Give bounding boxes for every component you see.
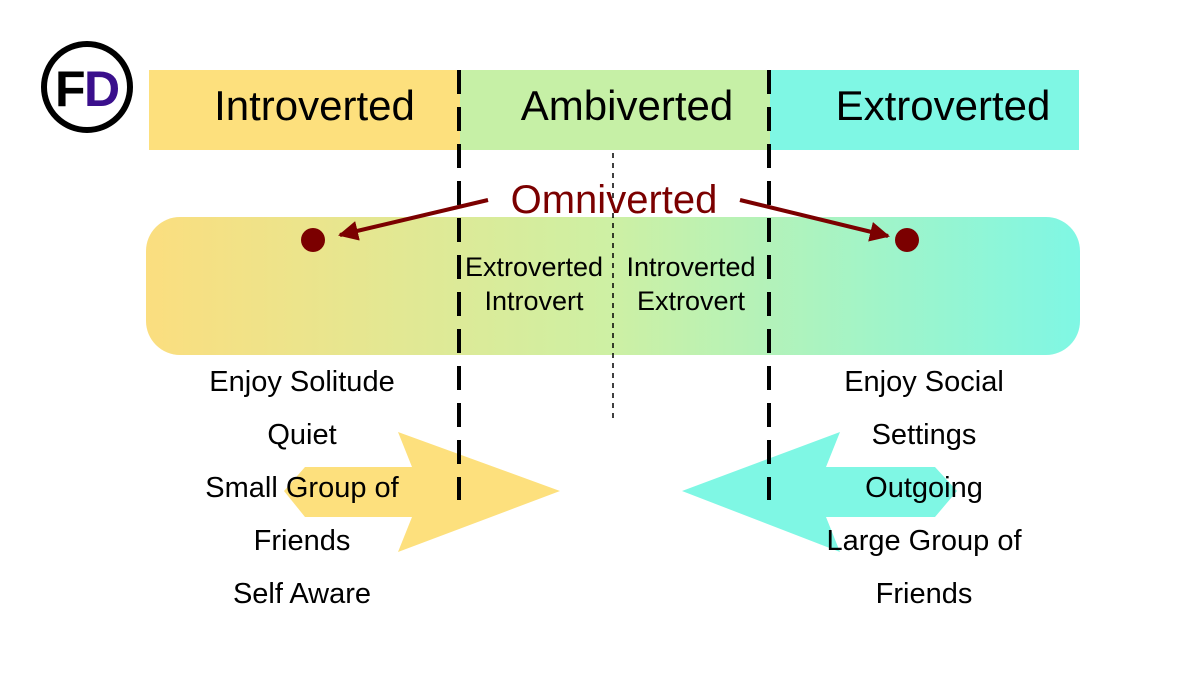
- introvert-trait: Friends: [253, 525, 351, 557]
- label-omniverted: Omniverted: [510, 178, 718, 222]
- extrovert-trait: Settings: [871, 419, 977, 451]
- logo-letter-d: D: [84, 61, 120, 117]
- extrovert-trait: Enjoy Social: [844, 366, 1004, 398]
- extrovert-trait: Outgoing: [865, 472, 983, 504]
- label-introverted: Introverted: [214, 82, 415, 129]
- introvert-arrow-shape: [284, 432, 560, 552]
- extrovert-trait: Friends: [875, 578, 973, 610]
- spectrum-ambiverted-block: [460, 70, 770, 150]
- extrovert-arrow-shape: [682, 432, 957, 552]
- spectrum-introverted-block: [149, 70, 460, 150]
- label-ambiverted: Ambiverted: [520, 82, 734, 129]
- spectrum-extroverted-block: [770, 70, 1079, 150]
- logo-letter-f: F: [55, 61, 86, 117]
- extrovert-dot: [895, 228, 919, 252]
- label-extroverted-introvert: Extroverted Introvert: [464, 252, 604, 316]
- introvert-trait: Self Aware: [232, 578, 372, 610]
- omniverted-arrow-right: [739, 198, 890, 242]
- label-introverted-extrovert: Introverted Extrovert: [626, 252, 756, 316]
- introvert-dot: [301, 228, 325, 252]
- label-extroverted: Extroverted: [835, 82, 1051, 129]
- extrovert-trait: Large Group of: [826, 525, 1022, 557]
- introvert-traits-list: Enjoy Solitude Quiet Small Group of Frie…: [172, 356, 432, 621]
- introvert-trait: Quiet: [267, 419, 337, 451]
- extrovert-traits-list: Enjoy Social Settings Outgoing Large Gro…: [794, 356, 1054, 621]
- introvert-trait: Enjoy Solitude: [209, 366, 395, 398]
- fd-logo: F D: [41, 41, 133, 133]
- omniverted-arrow-left: [338, 198, 489, 241]
- introvert-trait: Small Group of: [205, 472, 399, 504]
